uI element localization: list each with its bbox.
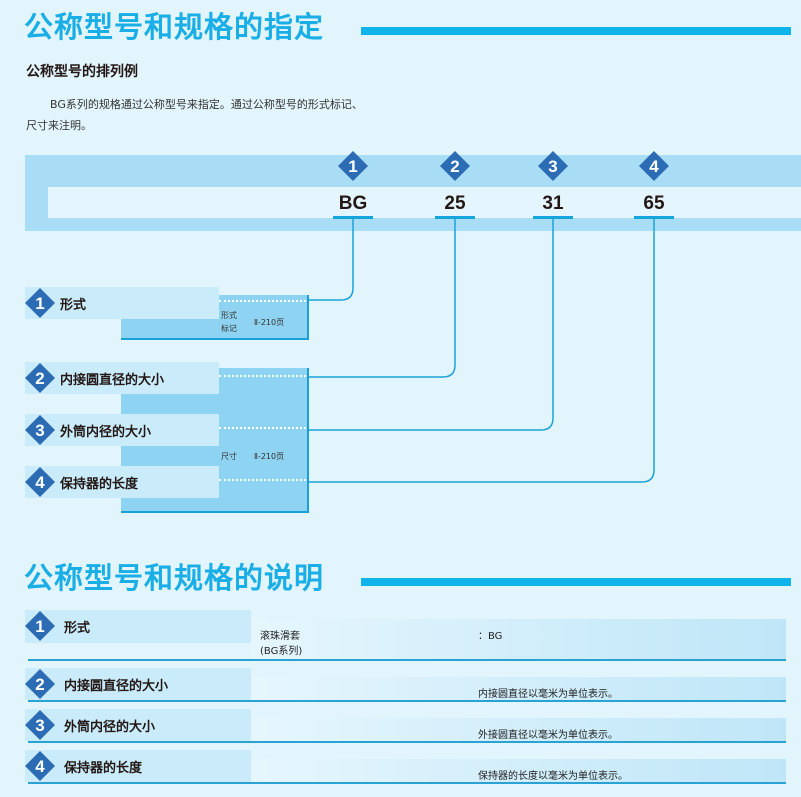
- code-underline: [333, 216, 373, 219]
- row-value-box: [251, 619, 786, 661]
- label-box: [25, 287, 219, 319]
- code-underline: [533, 216, 573, 219]
- label-text: 保持器的长度: [60, 477, 139, 492]
- row-label: 外筒内径的大小: [64, 720, 156, 735]
- svg-text:3: 3: [548, 157, 557, 176]
- number-4-icon: 4: [25, 751, 55, 781]
- row-label: 形式: [64, 621, 91, 636]
- code-part: 65: [643, 193, 665, 214]
- code-part: BG: [338, 193, 368, 214]
- row-label-box: [25, 668, 251, 700]
- row-col1a: 滚珠滑套: [260, 631, 300, 642]
- svg-text:1: 1: [348, 157, 357, 176]
- row-baseline: [28, 610, 252, 661]
- row-label: 内接圆直径的大小: [64, 679, 169, 694]
- number-2-icon: 2: [25, 669, 55, 699]
- section-title-designation: 公称型号和规格的指定: [24, 10, 325, 44]
- number-2-icon: 2: [25, 363, 55, 393]
- ref-form: 形式: [221, 311, 237, 320]
- number-3-icon: 3: [25, 415, 55, 445]
- title-bar: [361, 27, 791, 35]
- ref-mark: 标记: [221, 324, 237, 333]
- code-underline: [634, 216, 674, 219]
- row-value: 保持器的长度以毫米为单位表示。: [478, 771, 628, 782]
- row-label-box: [25, 709, 251, 741]
- title-bar-2: [361, 578, 791, 586]
- code-underline: [435, 216, 475, 219]
- row-label: 保持器的长度: [64, 761, 143, 776]
- number-1-icon: 1: [25, 611, 55, 641]
- svg-text:1: 1: [35, 294, 44, 313]
- number-3-icon: 3: [538, 151, 568, 181]
- label-text: 外筒内径的大小: [60, 425, 152, 440]
- row-value-box: [251, 718, 786, 743]
- code-part: 25: [444, 193, 466, 214]
- paragraph-line1: BG系列的规格通过公称型号来指定。通过公称型号的形式标记、: [50, 98, 363, 111]
- subtitle: 公称型号的排列例: [26, 64, 138, 80]
- ref-size: 尺寸: [221, 452, 237, 461]
- dotted-leader: [219, 427, 306, 429]
- number-1-icon: 1: [338, 151, 368, 181]
- code-band-inner: [48, 187, 801, 218]
- svg-text:4: 4: [35, 473, 45, 492]
- label-text: 内接圆直径的大小: [60, 373, 165, 388]
- ref-form-page[interactable]: Ⅱ-210页: [254, 318, 285, 327]
- number-4-icon: 4: [639, 151, 669, 181]
- row-baseline: [28, 709, 252, 743]
- svg-text:3: 3: [35, 421, 44, 440]
- label-box: [25, 466, 219, 498]
- row-col1b: (BG系列): [260, 646, 303, 657]
- row-label-box: [25, 610, 251, 643]
- row-value: ：BG: [478, 631, 503, 642]
- section-title-description: 公称型号和规格的说明: [24, 561, 325, 595]
- svg-text:2: 2: [35, 369, 44, 388]
- svg-text:2: 2: [450, 157, 459, 176]
- dotted-leader: [219, 479, 306, 481]
- number-3-icon: 3: [25, 710, 55, 740]
- dotted-leader: [219, 300, 306, 302]
- svg-text:2: 2: [35, 675, 44, 694]
- number-4-icon: 4: [25, 467, 55, 497]
- row-value-box: [251, 759, 786, 784]
- label-box: [25, 362, 219, 394]
- row-value: 外接圆直径以毫米为单位表示。: [478, 730, 618, 741]
- row-value-box: [251, 677, 786, 702]
- row-value: 内接圆直径以毫米为单位表示。: [478, 689, 618, 700]
- row-baseline: [28, 750, 252, 784]
- code-part: 31: [542, 193, 564, 214]
- row-label-box: [25, 750, 251, 782]
- label-text: 形式: [60, 298, 87, 313]
- dotted-leader: [219, 375, 306, 377]
- paragraph-line2: 尺寸来注明。: [26, 119, 92, 132]
- svg-text:4: 4: [35, 757, 45, 776]
- number-1-icon: 1: [25, 288, 55, 318]
- label-box: [25, 414, 219, 446]
- svg-text:1: 1: [35, 617, 44, 636]
- ref-size-page[interactable]: Ⅱ-210页: [254, 452, 285, 461]
- svg-text:3: 3: [35, 716, 44, 735]
- svg-text:4: 4: [649, 157, 659, 176]
- number-2-icon: 2: [440, 151, 470, 181]
- row-baseline: [28, 668, 252, 702]
